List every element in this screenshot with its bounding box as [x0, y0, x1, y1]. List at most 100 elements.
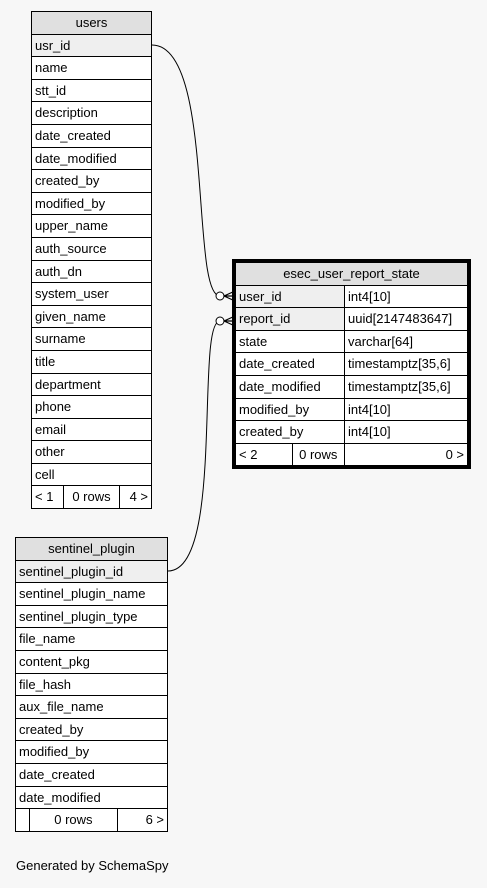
column-type: varchar[64]: [344, 329, 468, 354]
table-row: usr_id: [31, 33, 152, 58]
table-row: surname: [31, 327, 152, 351]
column-name[interactable]: surname: [31, 327, 152, 351]
column-name[interactable]: aux_file_name: [15, 695, 168, 719]
table-row: sentinel_plugin_id: [15, 559, 168, 584]
table-row: given_name: [31, 304, 152, 329]
column-name[interactable]: date_modified: [235, 374, 345, 399]
column-name[interactable]: date_modified: [31, 146, 152, 171]
table-row: file_hash: [15, 672, 168, 697]
table-row: phone: [31, 395, 152, 419]
table-row: system_user: [31, 282, 152, 306]
column-name[interactable]: date_created: [15, 762, 168, 787]
column-name[interactable]: state: [235, 329, 345, 354]
parents-link[interactable]: < 2: [235, 442, 293, 467]
column-name[interactable]: file_hash: [15, 672, 168, 697]
table-row: department: [31, 372, 152, 397]
crowfoot-icon: [223, 315, 236, 327]
table-row: created_by: [15, 717, 168, 742]
link-optional-marker: [215, 316, 225, 326]
row-count: 0 rows: [28, 808, 119, 832]
parents-link[interactable]: [15, 808, 30, 832]
table-row: content_pkg: [15, 649, 168, 674]
generated-by-footer: Generated by SchemaSpy: [16, 858, 169, 873]
table-row: cell: [31, 462, 152, 487]
column-name[interactable]: sentinel_plugin_name: [15, 582, 168, 606]
column-type: int4[10]: [344, 397, 468, 422]
children-link[interactable]: 6 >: [117, 808, 168, 832]
column-name[interactable]: created_by: [235, 420, 345, 444]
column-name[interactable]: description: [31, 101, 152, 125]
column-type: uuid[2147483647]: [344, 307, 468, 331]
column-name[interactable]: report_id: [235, 307, 345, 331]
column-name[interactable]: other: [31, 440, 152, 464]
link-optional-marker: [215, 291, 225, 301]
table-row: description: [31, 101, 152, 125]
column-name[interactable]: date_created: [235, 352, 345, 376]
parents-link[interactable]: < 1: [31, 485, 64, 510]
table-row: upper_name: [31, 214, 152, 238]
column-name[interactable]: created_by: [15, 717, 168, 742]
column-name[interactable]: name: [31, 56, 152, 80]
column-name[interactable]: user_id: [235, 284, 345, 309]
column-name[interactable]: auth_source: [31, 236, 152, 261]
column-name[interactable]: file_name: [15, 627, 168, 651]
row-count: 0 rows: [291, 442, 346, 467]
table-row: modified_by: [15, 740, 168, 764]
crowfoot-icon: [223, 290, 236, 302]
table-row: email: [31, 417, 152, 442]
column-name[interactable]: date_modified: [15, 785, 168, 810]
table-title[interactable]: esec_user_report_state: [235, 262, 468, 286]
column-name[interactable]: upper_name: [31, 214, 152, 238]
table-row: aux_file_name: [15, 695, 168, 719]
table-title[interactable]: users: [31, 11, 152, 35]
column-name[interactable]: modified_by: [235, 397, 345, 422]
link-users-to-report-state: [151, 44, 221, 297]
column-name[interactable]: auth_dn: [31, 259, 152, 284]
column-name[interactable]: stt_id: [31, 78, 152, 103]
column-name[interactable]: sentinel_plugin_type: [15, 604, 168, 629]
table-row: other: [31, 440, 152, 464]
table-row: date_modified: [15, 785, 168, 810]
column-name[interactable]: content_pkg: [15, 649, 168, 674]
column-name[interactable]: given_name: [31, 304, 152, 329]
table-row: sentinel_plugin_name: [15, 582, 168, 606]
table-title[interactable]: sentinel_plugin: [15, 537, 168, 561]
column-name[interactable]: usr_id: [31, 33, 152, 58]
table-row: name: [31, 56, 152, 80]
table-row: stt_id: [31, 78, 152, 103]
column-name[interactable]: date_created: [31, 123, 152, 148]
children-link[interactable]: 0 >: [344, 442, 468, 467]
column-name[interactable]: modified_by: [31, 191, 152, 216]
table-row: file_name: [15, 627, 168, 651]
row-count: 0 rows: [62, 485, 121, 510]
column-name[interactable]: title: [31, 349, 152, 374]
table-row: sentinel_plugin_type: [15, 604, 168, 629]
column-name[interactable]: created_by: [31, 169, 152, 193]
column-name[interactable]: department: [31, 372, 152, 397]
children-link[interactable]: 4 >: [119, 485, 152, 510]
column-name[interactable]: cell: [31, 462, 152, 487]
column-name[interactable]: modified_by: [15, 740, 168, 764]
column-type: timestamptz[35,6]: [344, 374, 468, 399]
table-row: auth_source: [31, 236, 152, 261]
column-name[interactable]: email: [31, 417, 152, 442]
column-name[interactable]: sentinel_plugin_id: [15, 559, 168, 584]
column-name[interactable]: system_user: [31, 282, 152, 306]
table-row: title: [31, 349, 152, 374]
column-name[interactable]: phone: [31, 395, 152, 419]
table-row: modified_by: [31, 191, 152, 216]
column-type: int4[10]: [344, 284, 468, 309]
